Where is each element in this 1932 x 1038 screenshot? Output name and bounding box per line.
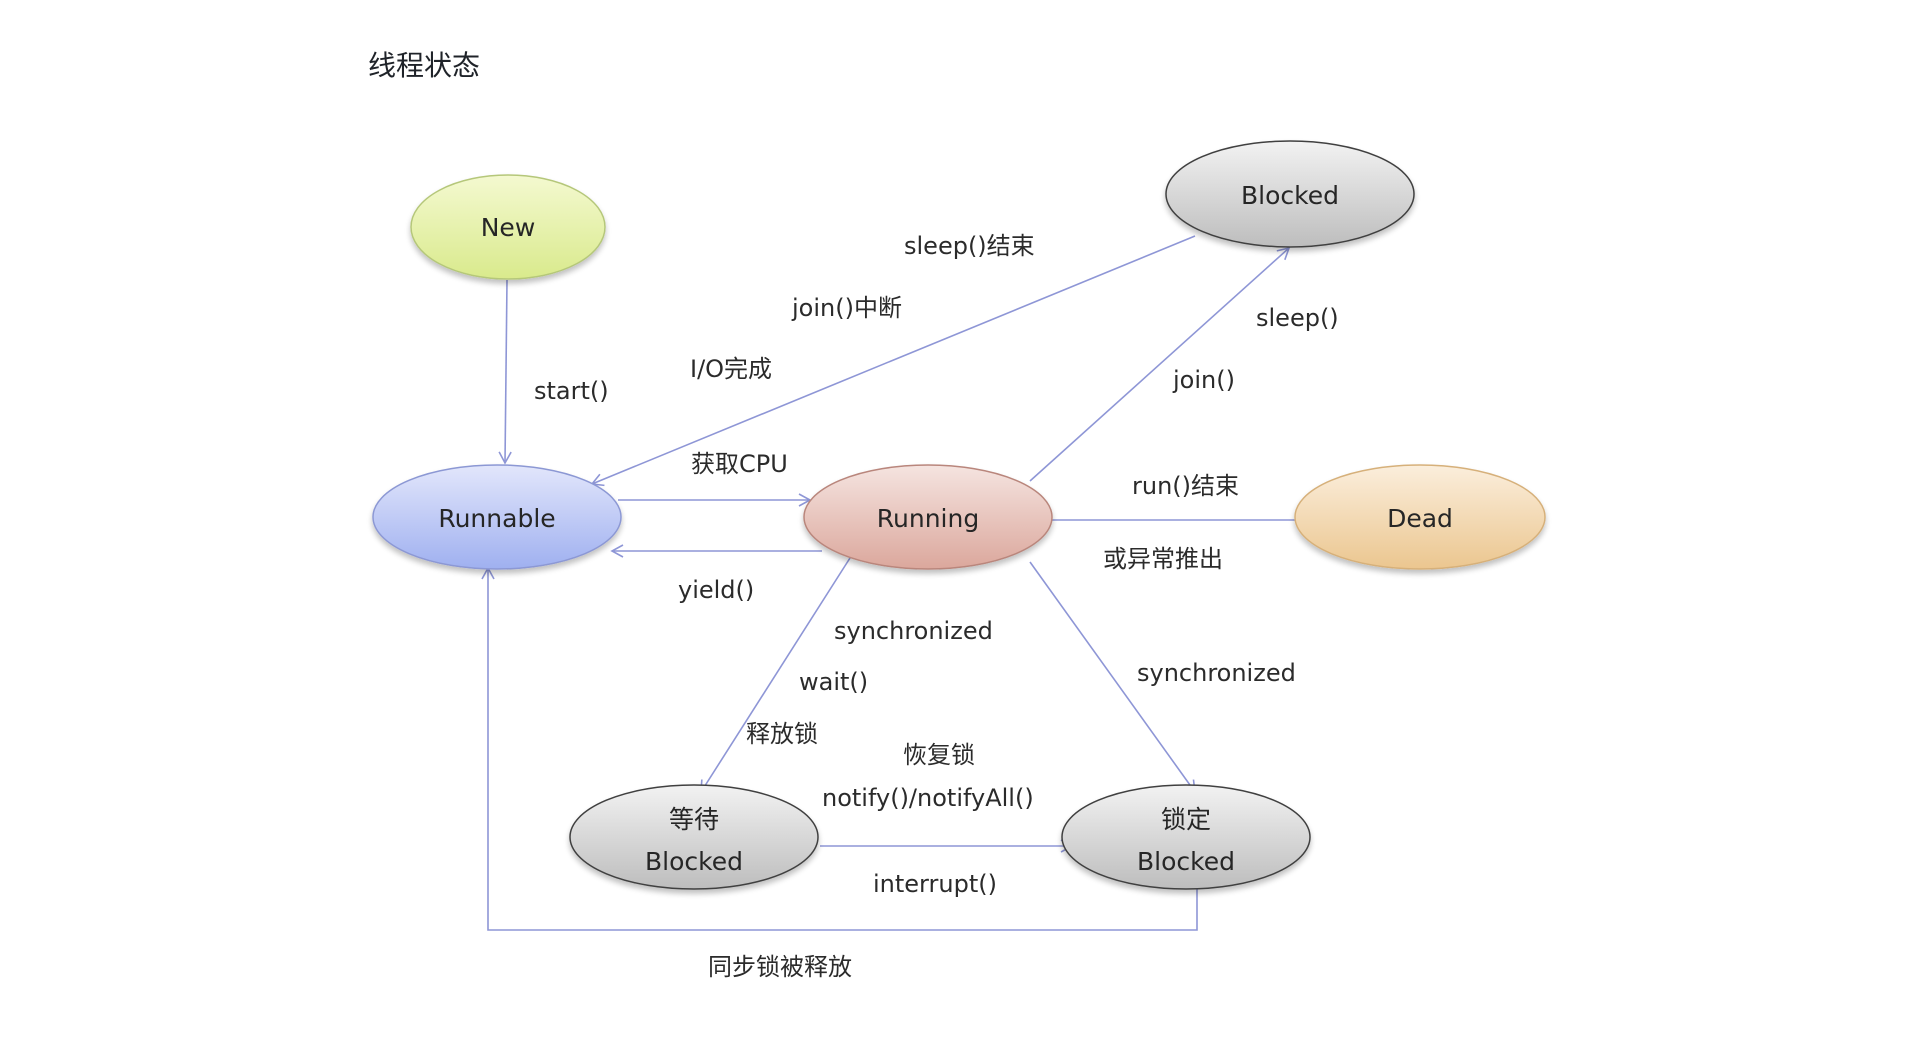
node-new-shape [410,174,606,280]
label-wait: wait() [799,668,868,696]
label-sync-lock-released: 同步锁被释放 [708,953,852,981]
node-blocked: Blocked [1165,140,1415,248]
node-new: New [410,174,606,280]
node-wait-blocked-sublabel: Blocked [645,847,743,876]
label-join: join() [1172,366,1235,394]
edge-running-to-lock-blocked [1029,561,1196,794]
edges [481,235,1314,931]
edge-new-to-runnable [498,279,512,465]
node-dead-label: Dead [1387,504,1453,533]
node-dead: Dead [1294,464,1546,570]
node-running-label: Running [877,504,979,533]
label-exception-exit: 或异常推出 [1103,545,1223,573]
node-runnable: Runnable [372,464,622,570]
node-lock-blocked-sublabel: Blocked [1137,847,1235,876]
node-runnable-shape [372,464,622,570]
label-get-cpu: 获取CPU [691,450,788,478]
edge-blocked-to-runnable [590,235,1196,487]
label-restore-lock: 恢复锁 [903,741,975,769]
node-dead-shape [1294,464,1546,570]
label-synchronized-left: synchronized [834,617,993,645]
node-lock-blocked-label: 锁定 [1161,805,1211,834]
node-blocked-label: Blocked [1241,181,1339,210]
label-join-interrupt: join()中断 [791,294,902,322]
edge-running-to-wait-blocked [700,557,851,794]
node-running: Running [803,464,1053,570]
page-title: 线程状态 [368,49,481,82]
label-release-lock: 释放锁 [746,720,818,748]
label-io-done: I/O完成 [690,355,772,383]
label-start: start() [534,377,609,405]
node-wait-blocked-label: 等待 [669,805,719,834]
label-run-end: run()结束 [1132,472,1239,500]
edge-lock-blocked-to-runnable [481,566,1198,931]
node-lock-blocked-shape [1061,784,1311,890]
node-runnable-label: Runnable [438,504,555,533]
node-wait-blocked-shape [569,784,819,890]
label-synchronized-right: synchronized [1137,659,1296,687]
edge-labels: start() sleep()结束 join()中断 I/O完成 获取CPU y… [534,232,1339,981]
label-interrupt: interrupt() [873,870,997,898]
label-notify: notify()/notifyAll() [822,784,1034,812]
node-new-label: New [481,213,536,242]
node-blocked-shape [1165,140,1415,248]
node-running-shape [803,464,1053,570]
label-sleep-end: sleep()结束 [904,232,1035,260]
label-yield: yield() [678,576,754,604]
label-sleep: sleep() [1256,304,1339,332]
node-wait-blocked: 等待 Blocked [569,784,819,890]
edge-running-to-blocked [1029,246,1291,482]
node-lock-blocked: 锁定 Blocked [1061,784,1311,890]
